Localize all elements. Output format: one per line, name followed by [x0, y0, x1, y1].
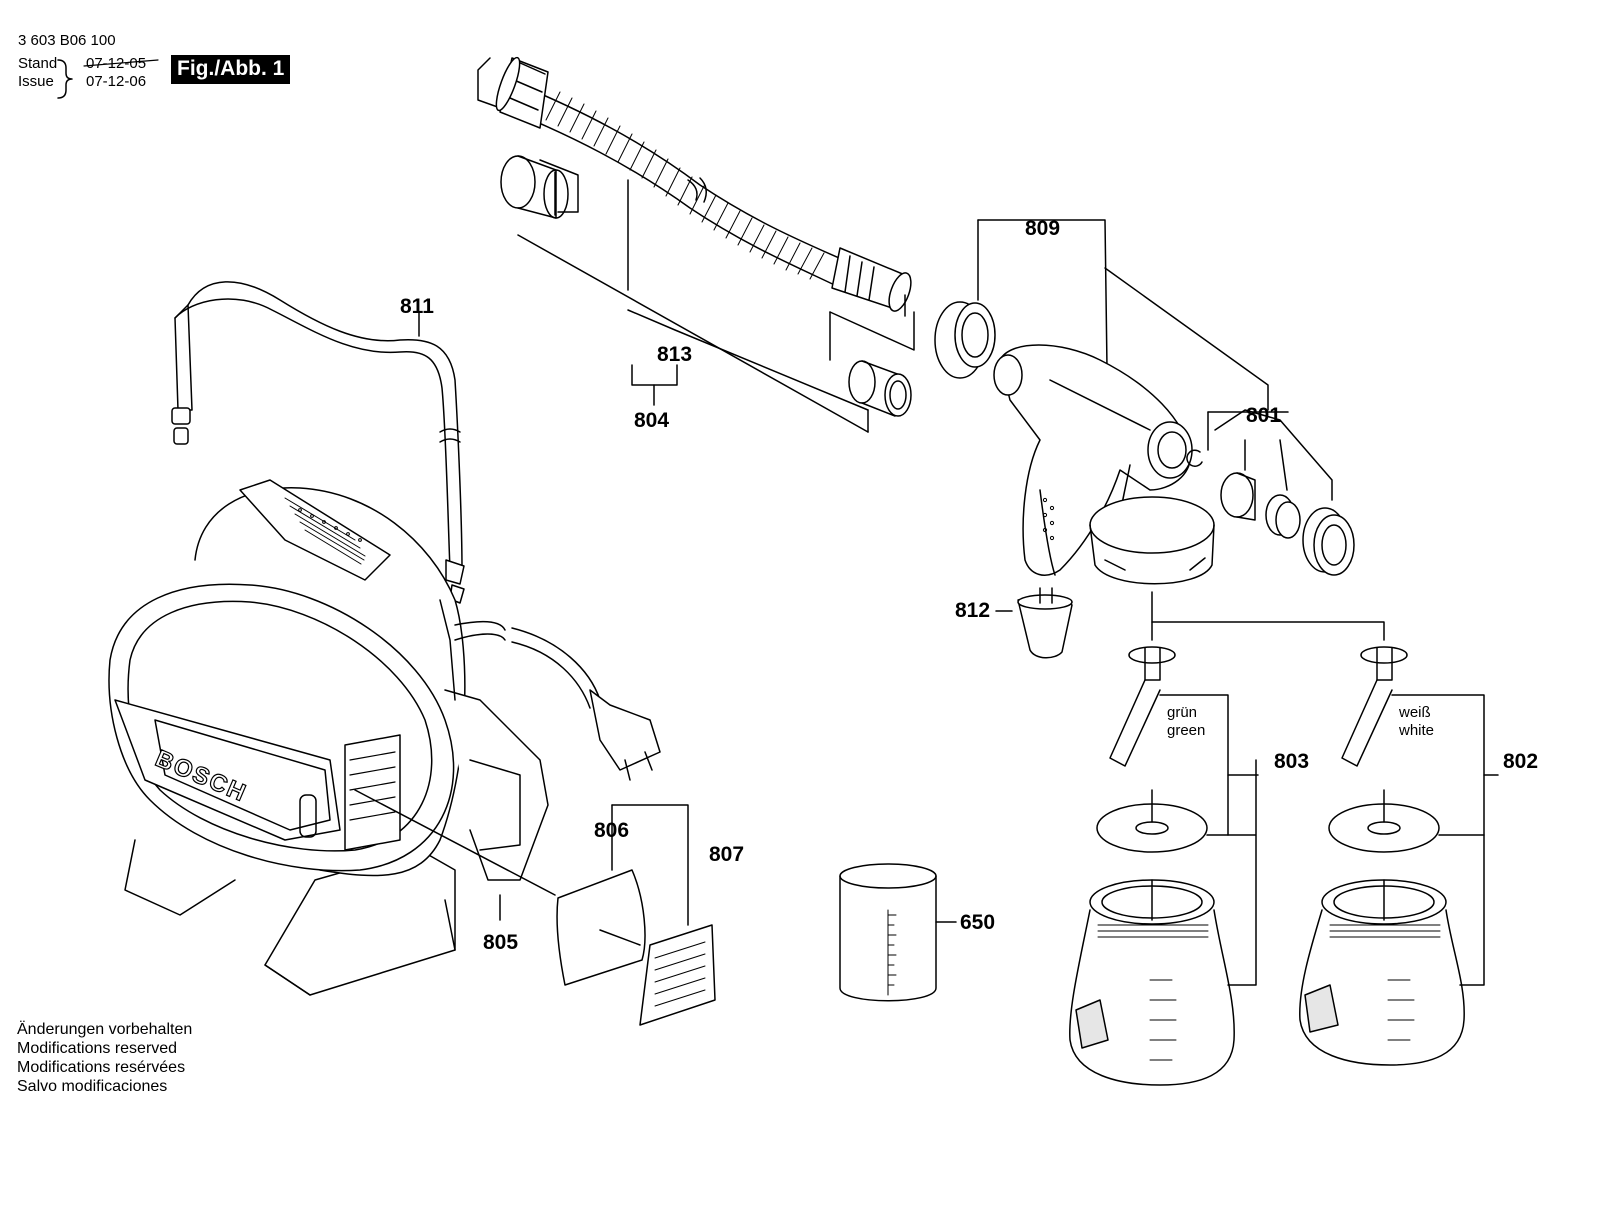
- callout-805: 805: [483, 931, 519, 954]
- callout-811: 811: [400, 295, 434, 318]
- containers-drawing: [1069, 591, 1499, 1086]
- callout-803: 803: [1274, 750, 1310, 773]
- callout-807: 807: [709, 843, 745, 866]
- callout-804: 804: [634, 409, 670, 432]
- measuring-cup-650: [839, 863, 957, 1002]
- callout-813: 813: [657, 343, 693, 366]
- hose-assembly-804: [477, 56, 915, 433]
- callout-809: 809: [1025, 217, 1061, 240]
- note-es: Salvo modificaciones: [17, 1078, 168, 1095]
- callout-650: 650: [960, 911, 996, 934]
- figure-label: Fig./Abb. 1: [171, 55, 291, 84]
- issue-label: Issue: [18, 73, 54, 90]
- part-number: 3 603 B06 100: [18, 32, 116, 49]
- note-de: Änderungen vorbehalten: [17, 1021, 193, 1038]
- callout-801: 801: [1246, 404, 1282, 427]
- label-green-en: green: [1167, 722, 1206, 739]
- issue-date: 07-12-06: [86, 73, 147, 90]
- base-unit-drawing: [108, 479, 661, 996]
- label-white-en: white: [1399, 722, 1435, 739]
- callout-806: 806: [594, 819, 630, 842]
- label-green-de: grün: [1167, 704, 1198, 721]
- note-en: Modifications reserved: [17, 1040, 178, 1057]
- stand-label: Stand: [18, 55, 58, 72]
- stand-date: 07-12-05: [86, 55, 147, 72]
- spray-gun-drawing: [934, 219, 1355, 659]
- callout-802: 802: [1503, 750, 1539, 773]
- filter-parts: [556, 804, 716, 1026]
- label-white-de: weiß: [1399, 704, 1431, 721]
- header-brace: [57, 59, 159, 99]
- callout-812: 812: [955, 599, 991, 622]
- note-fr: Modifications resérvées: [17, 1059, 186, 1076]
